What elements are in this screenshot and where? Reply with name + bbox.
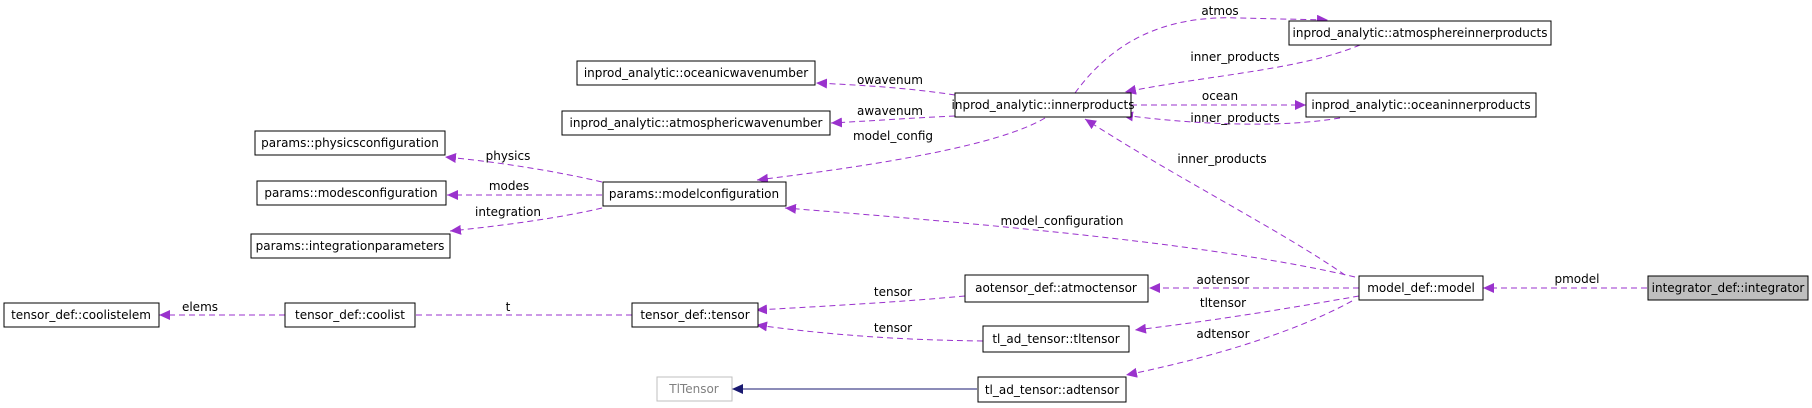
node-atmoctensor-label: aotensor_def::atmoctensor — [975, 281, 1137, 295]
edge-integration — [449, 207, 603, 235]
node-atmosphereinnerproducts-box[interactable] — [1288, 20, 1552, 46]
node-modelconfiguration[interactable]: params::modelconfiguration — [602, 181, 787, 207]
node-innerproducts-label: inprod_analytic::innerproducts — [952, 98, 1135, 112]
node-tltensor-label: tl_ad_tensor::tltensor — [992, 332, 1119, 346]
node-tensor-box[interactable] — [631, 302, 759, 328]
edge-tensor-tl — [755, 321, 984, 342]
node-oceanicwavenumber-label: inprod_analytic::oceanicwavenumber — [584, 66, 808, 80]
edge-label-tensor-atmoc: tensor — [874, 285, 912, 299]
edge-label-atmos: atmos — [1201, 4, 1238, 18]
node-integrator[interactable]: integrator_def::integrator — [1647, 275, 1809, 301]
node-coolist[interactable]: tensor_def::coolist — [284, 302, 416, 328]
edge-model-config — [756, 117, 1046, 184]
node-modesconfiguration[interactable]: params::modesconfiguration — [256, 180, 447, 206]
edge-tltensor — [1134, 295, 1360, 334]
nodes: integrator_def::integrator model_def::mo… — [3, 20, 1809, 403]
node-tltensor-external[interactable]: TlTensor — [656, 376, 733, 402]
node-adtensor-label: tl_ad_tensor::adtensor — [985, 383, 1119, 397]
node-integrator-box[interactable] — [1647, 275, 1809, 301]
node-model[interactable]: model_def::model — [1358, 275, 1484, 301]
node-coolist-box[interactable] — [284, 302, 416, 328]
node-coolistelem[interactable]: tensor_def::coolistelem — [3, 302, 160, 328]
node-modelconfiguration-box[interactable] — [602, 181, 787, 207]
node-physicsconfiguration[interactable]: params::physicsconfiguration — [254, 130, 446, 156]
edge-label-physics: physics — [486, 149, 531, 163]
edge-label-integration: integration — [475, 205, 541, 219]
node-integrator-label: integrator_def::integrator — [1652, 281, 1805, 295]
node-tltensor-external-box[interactable] — [656, 376, 733, 402]
edge-label-elems: elems — [182, 300, 218, 314]
node-tltensor-external-label: TlTensor — [668, 382, 719, 396]
node-integrationparameters-label: params::integrationparameters — [256, 239, 445, 253]
edge-label-awavenum: awavenum — [857, 104, 923, 118]
edge-model-configuration — [784, 203, 1356, 278]
edge-label-aotensor: aotensor — [1197, 273, 1250, 287]
node-integrationparameters-box[interactable] — [250, 233, 451, 259]
node-physicsconfiguration-box[interactable] — [254, 130, 446, 156]
node-atmoctensor[interactable]: aotensor_def::atmoctensor — [964, 274, 1149, 303]
node-atmosphericwavenumber[interactable]: inprod_analytic::atmosphericwavenumber — [561, 110, 831, 136]
edge-tensor-atmoc — [755, 295, 966, 315]
node-adtensor-box[interactable] — [977, 376, 1127, 403]
edge-awavenum — [830, 115, 956, 128]
node-adtensor[interactable]: tl_ad_tensor::adtensor — [977, 376, 1127, 403]
edge-label-inner-products-atmos: inner_products — [1190, 50, 1279, 64]
edge-label-tltensor: tltensor — [1200, 296, 1246, 310]
node-modesconfiguration-label: params::modesconfiguration — [264, 186, 437, 200]
node-modesconfiguration-box[interactable] — [256, 180, 447, 206]
edge-label-inner-products-model: inner_products — [1177, 152, 1266, 166]
edge-physics — [444, 153, 603, 183]
node-innerproducts-box[interactable] — [954, 92, 1132, 118]
node-coolist-label: tensor_def::coolist — [295, 308, 405, 322]
edge-inner-products-model — [1084, 118, 1346, 276]
node-tltensor[interactable]: tl_ad_tensor::tltensor — [982, 325, 1130, 353]
node-atmosphereinnerproducts[interactable]: inprod_analytic::atmosphereinnerproducts — [1288, 20, 1552, 46]
edge-owavenum — [815, 78, 956, 96]
node-coolistelem-label: tensor_def::coolistelem — [11, 308, 151, 322]
edge-label-model-config: model_config — [853, 129, 933, 143]
edge-inner-products-atmos — [1124, 44, 1361, 95]
edge-label-adtensor: adtensor — [1196, 327, 1249, 341]
edge-label-inner-products-ocean: inner_products — [1190, 111, 1279, 125]
node-oceaninnerproducts[interactable]: inprod_analytic::oceaninnerproducts — [1305, 92, 1537, 118]
node-atmosphereinnerproducts-label: inprod_analytic::atmosphereinnerproducts — [1293, 26, 1548, 40]
node-tensor-label: tensor_def::tensor — [640, 308, 749, 322]
node-oceanicwavenumber-box[interactable] — [576, 60, 816, 86]
edge-label-model-configuration: model_configuration — [1001, 214, 1124, 228]
node-modelconfiguration-label: params::modelconfiguration — [609, 187, 779, 201]
node-tensor[interactable]: tensor_def::tensor — [631, 302, 759, 328]
node-model-box[interactable] — [1358, 275, 1484, 301]
edge-label-pmodel: pmodel — [1555, 272, 1600, 286]
node-atmosphericwavenumber-box[interactable] — [561, 110, 831, 136]
edge-label-t: t — [506, 300, 511, 314]
edges: pmodel atmos inner_products ocean inner_… — [159, 4, 1647, 394]
edge-atmos — [1074, 14, 1329, 94]
node-oceaninnerproducts-label: inprod_analytic::oceaninnerproducts — [1311, 98, 1530, 112]
node-atmosphericwavenumber-label: inprod_analytic::atmosphericwavenumber — [570, 116, 823, 130]
node-physicsconfiguration-label: params::physicsconfiguration — [261, 136, 439, 150]
node-oceanicwavenumber[interactable]: inprod_analytic::oceanicwavenumber — [576, 60, 816, 86]
node-oceaninnerproducts-box[interactable] — [1305, 92, 1537, 118]
edge-label-tensor-tl: tensor — [874, 321, 912, 335]
edge-inner-products-ocean — [1121, 111, 1341, 125]
edge-label-modes: modes — [489, 179, 529, 193]
node-model-label: model_def::model — [1367, 281, 1475, 295]
node-innerproducts[interactable]: inprod_analytic::innerproducts — [952, 92, 1135, 118]
node-integrationparameters[interactable]: params::integrationparameters — [250, 233, 451, 259]
node-tltensor-box[interactable] — [982, 325, 1130, 353]
edge-label-ocean: ocean — [1202, 89, 1238, 103]
node-atmoctensor-box[interactable] — [964, 274, 1149, 303]
edge-label-owavenum: owavenum — [857, 73, 923, 87]
node-coolistelem-box[interactable] — [3, 302, 160, 328]
